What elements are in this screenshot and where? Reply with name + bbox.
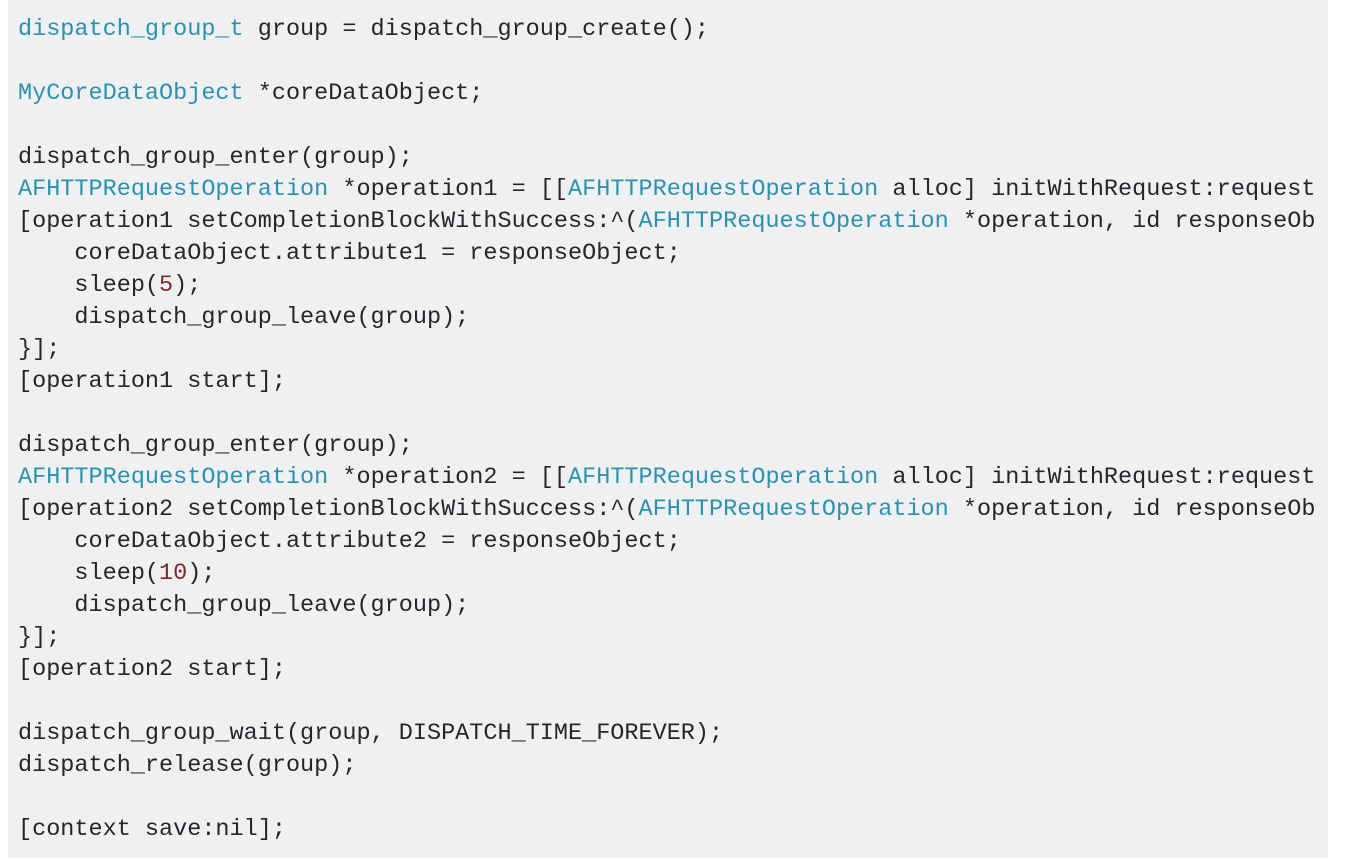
code-text: dispatch_group_leave(group); — [18, 592, 470, 619]
code-text: *coreDataObject; — [243, 80, 484, 107]
code-text: *operation, id responseOb — [948, 496, 1316, 523]
code-line: coreDataObject.attribute1 = responseObje… — [18, 238, 1328, 270]
code-text: ); — [173, 272, 202, 299]
code-text: [operation2 setCompletionBlockWithSucces… — [18, 496, 639, 523]
code-line: [operation2 setCompletionBlockWithSucces… — [18, 494, 1328, 526]
code-line: sleep(10); — [18, 558, 1328, 590]
code-text: [operation1 setCompletionBlockWithSucces… — [18, 208, 639, 235]
code-line: [operation2 start]; — [18, 654, 1328, 686]
code-line: dispatch_group_t group = dispatch_group_… — [18, 14, 1328, 46]
type-token: AFHTTPRequestOperation — [638, 496, 949, 523]
code-line: }]; — [18, 622, 1328, 654]
code-text: coreDataObject.attribute1 = responseObje… — [18, 240, 681, 267]
type-token: MyCoreDataObject — [18, 80, 244, 107]
type-token: AFHTTPRequestOperation — [18, 176, 329, 203]
code-text: dispatch_release(group); — [18, 752, 357, 779]
code-text: dispatch_group_enter(group); — [18, 432, 413, 459]
code-line: dispatch_group_enter(group); — [18, 430, 1328, 462]
code-text: alloc] initWithRequest:request — [878, 464, 1316, 491]
code-text: [operation1 start]; — [18, 368, 286, 395]
code-line: [operation1 setCompletionBlockWithSucces… — [18, 206, 1328, 238]
code-line: AFHTTPRequestOperation *operation2 = [[A… — [18, 462, 1328, 494]
code-line: }]; — [18, 334, 1328, 366]
code-text: *operation1 = [[ — [328, 176, 569, 203]
code-text: }]; — [18, 624, 61, 651]
code-text: *operation2 = [[ — [328, 464, 569, 491]
code-line: dispatch_group_leave(group); — [18, 302, 1328, 334]
number-literal: 10 — [159, 560, 188, 587]
code-line: dispatch_group_enter(group); — [18, 142, 1328, 174]
code-line — [18, 398, 1328, 430]
code-text: coreDataObject.attribute2 = responseObje… — [18, 528, 681, 555]
code-text: [operation2 start]; — [18, 656, 286, 683]
type-token: AFHTTPRequestOperation — [638, 208, 949, 235]
code-line: [operation1 start]; — [18, 366, 1328, 398]
code-text: *operation, id responseOb — [948, 208, 1316, 235]
code-line — [18, 110, 1328, 142]
code-text: dispatch_group_leave(group); — [18, 304, 470, 331]
code-line: dispatch_group_leave(group); — [18, 590, 1328, 622]
code-text: sleep( — [18, 560, 160, 587]
code-line — [18, 46, 1328, 78]
code-line: dispatch_group_wait(group, DISPATCH_TIME… — [18, 718, 1328, 750]
code-text: group = dispatch_group_create(); — [243, 16, 710, 43]
code-text: ); — [187, 560, 216, 587]
code-text: dispatch_group_wait(group, DISPATCH_TIME… — [18, 720, 724, 747]
code-line: AFHTTPRequestOperation *operation1 = [[A… — [18, 174, 1328, 206]
code-line: sleep(5); — [18, 270, 1328, 302]
type-token: AFHTTPRequestOperation — [568, 464, 879, 491]
number-literal: 5 — [159, 272, 174, 299]
code-text: dispatch_group_enter(group); — [18, 144, 413, 171]
code-line: MyCoreDataObject *coreDataObject; — [18, 78, 1328, 110]
code-text: [context save:nil]; — [18, 816, 286, 843]
type-token: AFHTTPRequestOperation — [568, 176, 879, 203]
code-line — [18, 686, 1328, 718]
code-block: dispatch_group_t group = dispatch_group_… — [8, 0, 1328, 858]
code-line: coreDataObject.attribute2 = responseObje… — [18, 526, 1328, 558]
code-line: dispatch_release(group); — [18, 750, 1328, 782]
type-token: AFHTTPRequestOperation — [18, 464, 329, 491]
code-line — [18, 782, 1328, 814]
code-text: sleep( — [18, 272, 160, 299]
type-token: dispatch_group_t — [18, 16, 244, 43]
code-text: }]; — [18, 336, 61, 363]
code-line: [context save:nil]; — [18, 814, 1328, 846]
code-text: alloc] initWithRequest:request — [878, 176, 1316, 203]
